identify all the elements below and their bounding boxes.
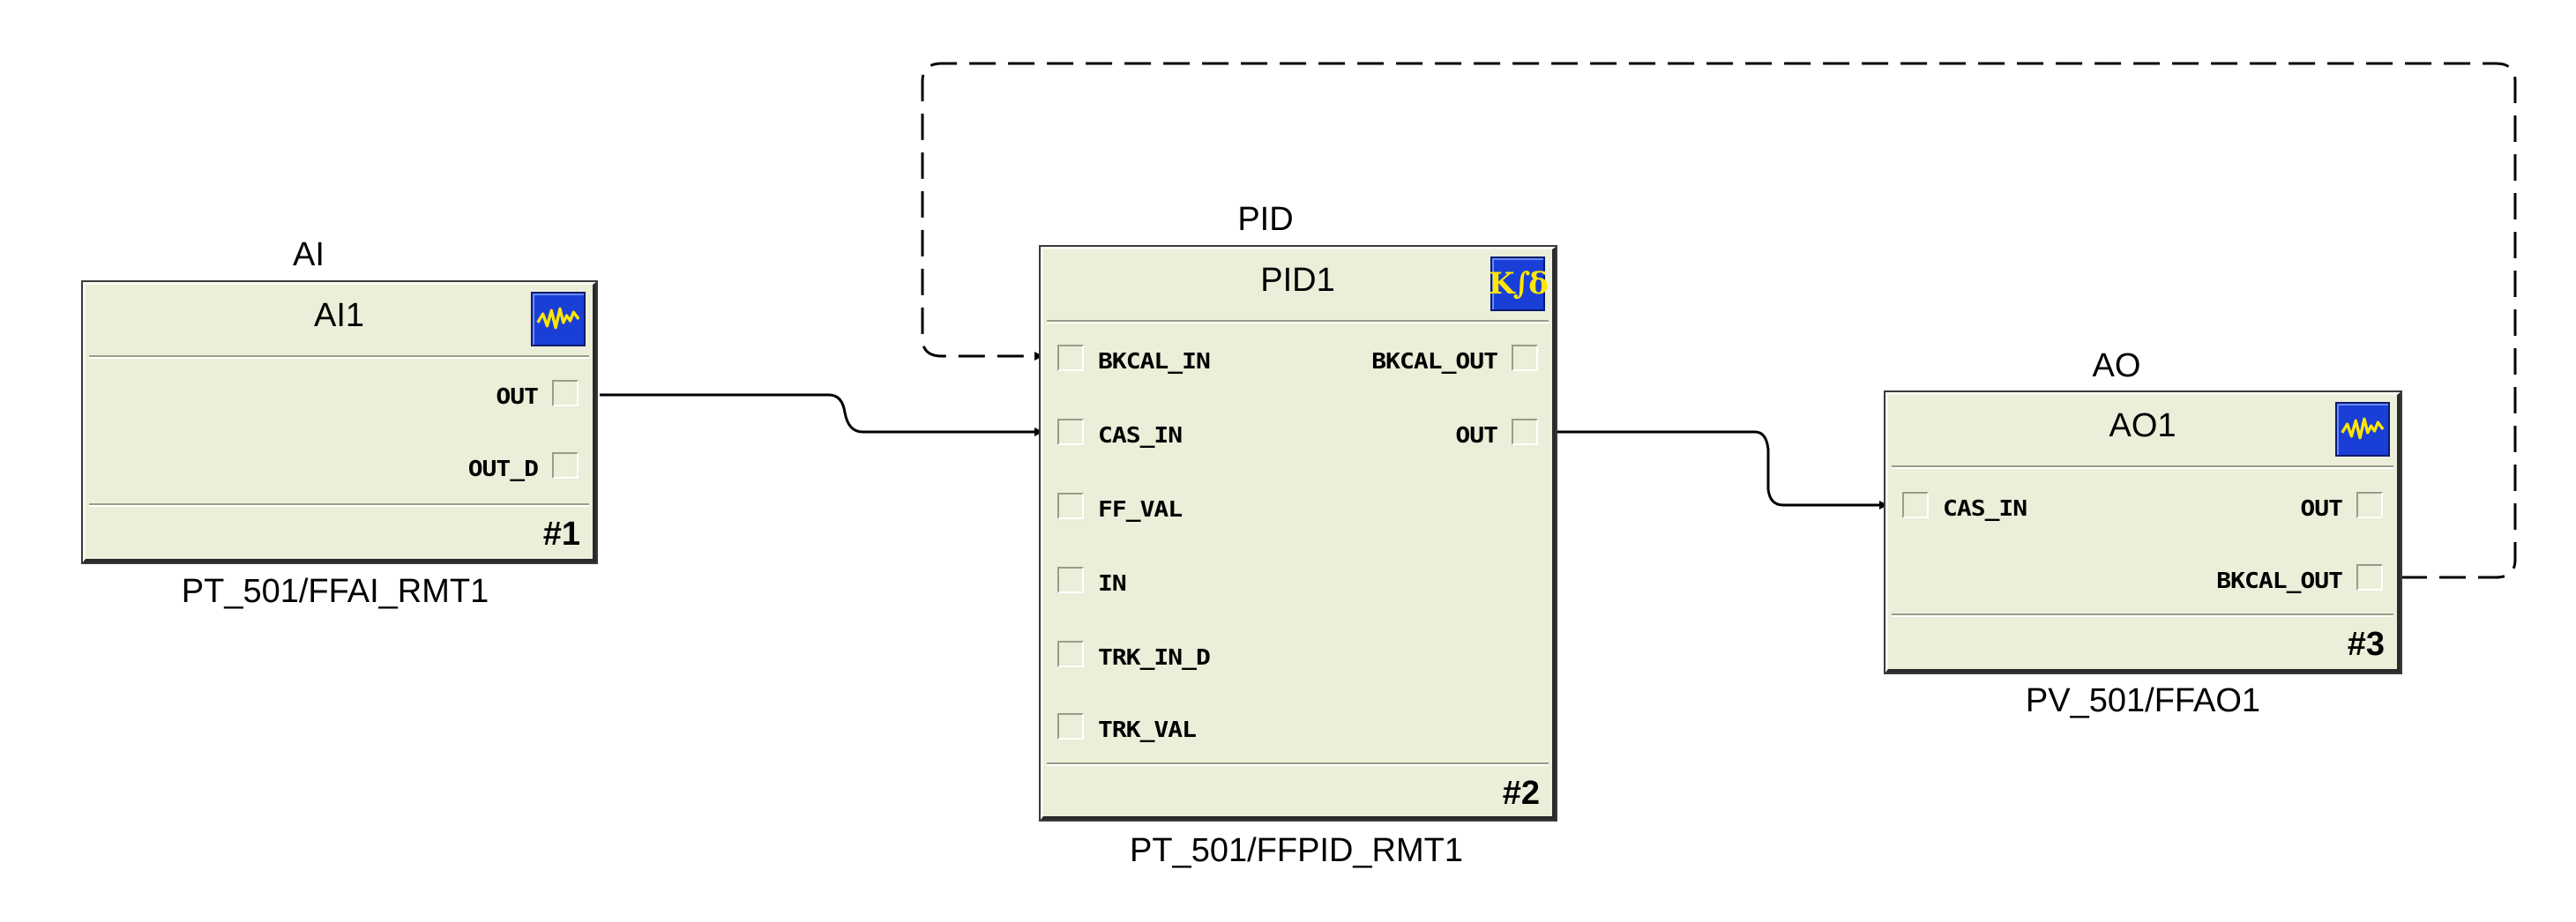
block-number: #3 [2347,626,2385,663]
block-tag-ao: PV_501/FFAO1 [2025,682,2261,719]
port-connector-trk-val[interactable] [1057,713,1084,740]
port-in: IN [1098,569,1127,597]
port-connector-out-d[interactable] [552,452,579,479]
port-ff-val: FF_VAL [1098,495,1183,523]
function-block-ao[interactable]: AO1 CAS_IN OUT BKCAL_OUT #3 [1885,392,2401,673]
wire-ai-out-to-pid-cas-in[interactable] [600,393,1043,436]
block-divider [1892,465,2393,469]
waveform-icon [531,292,586,346]
port-cas-in: CAS_IN [1943,494,2027,522]
wire-pid-out-to-ao-cas-in[interactable] [1554,430,1888,509]
block-type-label-pid: PID [1237,201,1294,238]
block-divider [1047,762,1549,766]
block-number: #1 [542,516,580,553]
block-name: AO1 [2109,407,2177,444]
port-connector-in[interactable] [1057,567,1084,593]
port-bkcal-out: BKCAL_OUT [2216,567,2343,594]
block-divider [1047,320,1549,323]
port-bkcal-out: BKCAL_OUT [1371,347,1498,375]
block-number: #2 [1502,775,1540,812]
port-connector-cas-in[interactable] [1902,492,1929,518]
function-block-ai[interactable]: AI1 OUT OUT_D #1 [83,282,596,562]
port-connector-bkcal-out[interactable] [2356,564,2383,591]
port-connector-trk-in-d[interactable] [1057,641,1084,667]
block-type-label-ai: AI [293,236,325,273]
function-block-pid[interactable]: PID1 K∫δ BKCAL_IN BKCAL_OUT CAS_IN OUT F… [1041,247,1556,820]
port-connector-ff-val[interactable] [1057,493,1084,519]
block-type-label-ao: AO [2092,347,2141,384]
port-cas-in: CAS_IN [1098,421,1183,449]
block-divider [89,355,589,359]
port-connector-out[interactable] [1512,419,1538,445]
port-out: OUT [2300,494,2343,522]
port-bkcal-in: BKCAL_IN [1098,347,1211,375]
block-name: PID1 [1260,262,1335,299]
port-out-d: OUT_D [467,455,539,482]
block-name: AI1 [313,297,365,334]
port-out: OUT [496,383,539,410]
port-trk-in-d: TRK_IN_D [1098,643,1211,671]
port-trk-val: TRK_VAL [1098,716,1197,743]
port-connector-out[interactable] [552,380,579,406]
integral-icon: K∫δ [1489,257,1549,311]
block-divider [89,503,589,507]
port-connector-out[interactable] [2356,492,2383,518]
waveform-icon [2335,402,2390,457]
block-divider [1892,613,2393,617]
port-connector-cas-in[interactable] [1057,419,1084,445]
block-tag-pid: PT_501/FFPID_RMT1 [1130,832,1463,869]
port-out: OUT [1455,421,1498,449]
block-tag-ai: PT_501/FFAI_RMT1 [181,573,489,610]
port-connector-bkcal-in[interactable] [1057,345,1084,371]
port-connector-bkcal-out[interactable] [1512,345,1538,371]
